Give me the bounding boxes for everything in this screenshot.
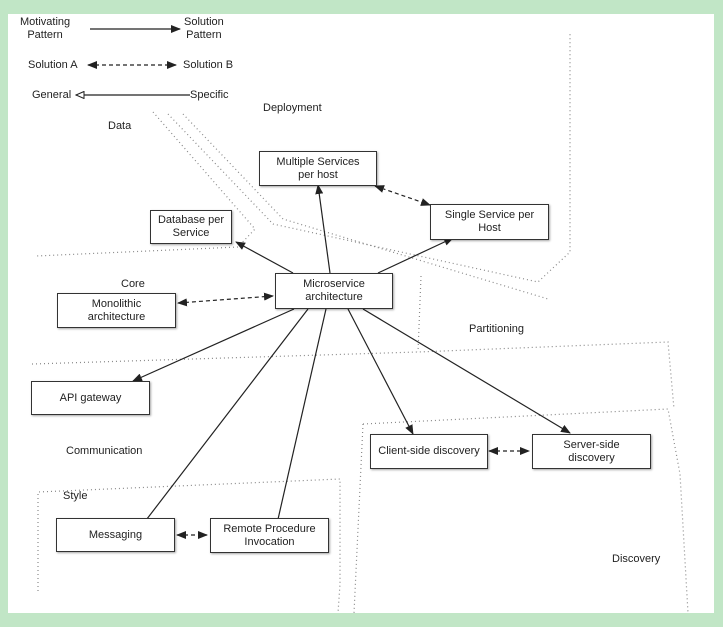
region-label-deployment: Deployment xyxy=(263,102,322,114)
edge-microservice-database xyxy=(235,241,294,274)
region-boundaries xyxy=(31,34,689,613)
edge-multiple-single xyxy=(374,185,431,206)
edge-microservice-server xyxy=(362,308,571,434)
boundary-partitioning xyxy=(417,275,422,353)
edge-microservice-messaging xyxy=(139,308,309,529)
node-database-per-service[interactable]: Database per Service xyxy=(150,210,232,244)
edge-microservice-rpi xyxy=(274,308,327,529)
legend-solution-b-label: Solution B xyxy=(183,59,234,71)
boundary-deployment-inner xyxy=(182,113,549,300)
region-label-discovery: Discovery xyxy=(612,553,661,565)
diagram-lines xyxy=(31,25,689,613)
region-label-core: Core xyxy=(121,278,145,290)
edge-monolithic-microservice xyxy=(177,292,274,307)
region-label-data: Data xyxy=(108,120,132,132)
region-label-communication: Communication xyxy=(66,445,143,457)
legend-general-label: General xyxy=(32,89,72,101)
diagram-canvas: Motivating Pattern Solution Pattern Solu… xyxy=(8,14,714,613)
node-messaging[interactable]: Messaging xyxy=(56,518,175,552)
node-monolithic-architecture[interactable]: Monolithic architecture xyxy=(57,293,176,328)
region-label-partitioning: Partitioning xyxy=(469,323,525,335)
legend-solution-label: Solution Pattern xyxy=(184,16,224,41)
node-single-service-per-host[interactable]: Single Service per Host xyxy=(430,204,549,240)
node-server-side-discovery[interactable]: Server-side discovery xyxy=(532,434,651,469)
legend-motivating-label: Motivating Pattern xyxy=(20,16,71,41)
node-microservice-architecture[interactable]: Microservice architecture xyxy=(275,273,393,309)
boundary-discovery xyxy=(362,408,689,613)
alternative-edges xyxy=(176,185,530,539)
region-label-style: Style xyxy=(63,490,88,502)
legend-solution-a-label: Solution A xyxy=(28,59,78,71)
node-api-gateway[interactable]: API gateway xyxy=(31,381,150,415)
node-multiple-services-per-host[interactable]: Multiple Services per host xyxy=(259,151,377,186)
edge-microservice-multiple xyxy=(315,184,331,274)
solution-edges xyxy=(132,184,571,529)
node-client-side-discovery[interactable]: Client-side discovery xyxy=(370,434,488,469)
edge-microservice-api xyxy=(132,308,295,382)
boundary-discovery-left xyxy=(353,423,364,613)
legend-specific-label: Specific xyxy=(190,89,229,101)
node-remote-procedure-invocation[interactable]: Remote Procedure Invocation xyxy=(210,518,329,553)
edge-microservice-client xyxy=(347,308,414,435)
edge-microservice-single xyxy=(377,237,454,274)
